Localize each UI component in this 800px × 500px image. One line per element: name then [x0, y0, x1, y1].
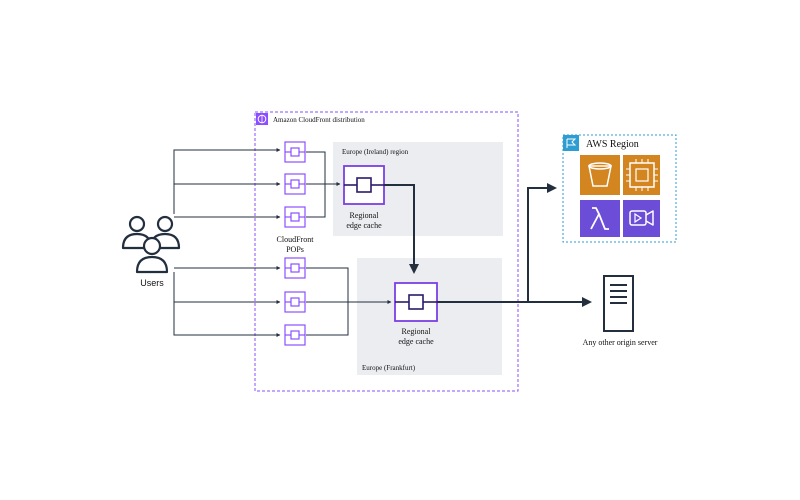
ireland-to-frankfurt-arrow: [384, 184, 419, 274]
ireland-regional-edge-cache-icon: [343, 165, 385, 205]
s3-bucket-icon: [580, 155, 620, 195]
pops-to-frankfurt-cache-connectors: [306, 267, 392, 336]
cloudfront-distribution-boundary: [254, 111, 519, 392]
media-video-icon: [623, 200, 660, 237]
pop-icon: [284, 257, 306, 279]
pops-label-line2: POPs: [286, 245, 304, 254]
users-to-frankfurt-pops-connectors: [173, 266, 281, 337]
pop-icon: [284, 324, 306, 346]
users-label: Users: [140, 278, 164, 288]
pops-label-line1: CloudFront: [277, 235, 315, 244]
aws-region-flag-icon: [563, 135, 579, 151]
aws-region-boundary: [562, 134, 677, 243]
pop-icon: [284, 141, 306, 163]
frankfurt-regional-edge-cache-icon: [394, 282, 438, 322]
aws-region-title: AWS Region: [586, 139, 639, 150]
pop-icon: [284, 291, 306, 313]
cloudfront-distribution-icon: [256, 113, 268, 125]
ireland-cache-label-line1: Regional: [350, 211, 380, 220]
frankfurt-cache-label-line2: edge cache: [398, 337, 434, 346]
lambda-icon: [580, 200, 620, 237]
origin-server-icon: [603, 275, 634, 332]
origin-server-label: Any other origin server: [583, 338, 658, 347]
pop-icon: [284, 206, 306, 228]
pop-icon: [284, 173, 306, 195]
ec2-chip-icon: [623, 155, 660, 195]
frankfurt-region-label: Europe (Frankfurt): [362, 364, 416, 372]
pops-to-ireland-cache-connectors: [306, 151, 341, 218]
ireland-region-label: Europe (Ireland) region: [342, 148, 409, 156]
users-to-ireland-pops-connectors: [173, 148, 281, 219]
ireland-cache-label-line2: edge cache: [346, 221, 382, 230]
users-icon: [121, 215, 181, 274]
frankfurt-cache-label-line1: Regional: [402, 327, 432, 336]
frankfurt-to-origins-arrows: [437, 183, 592, 307]
distribution-title: Amazon CloudFront distribution: [273, 116, 365, 124]
